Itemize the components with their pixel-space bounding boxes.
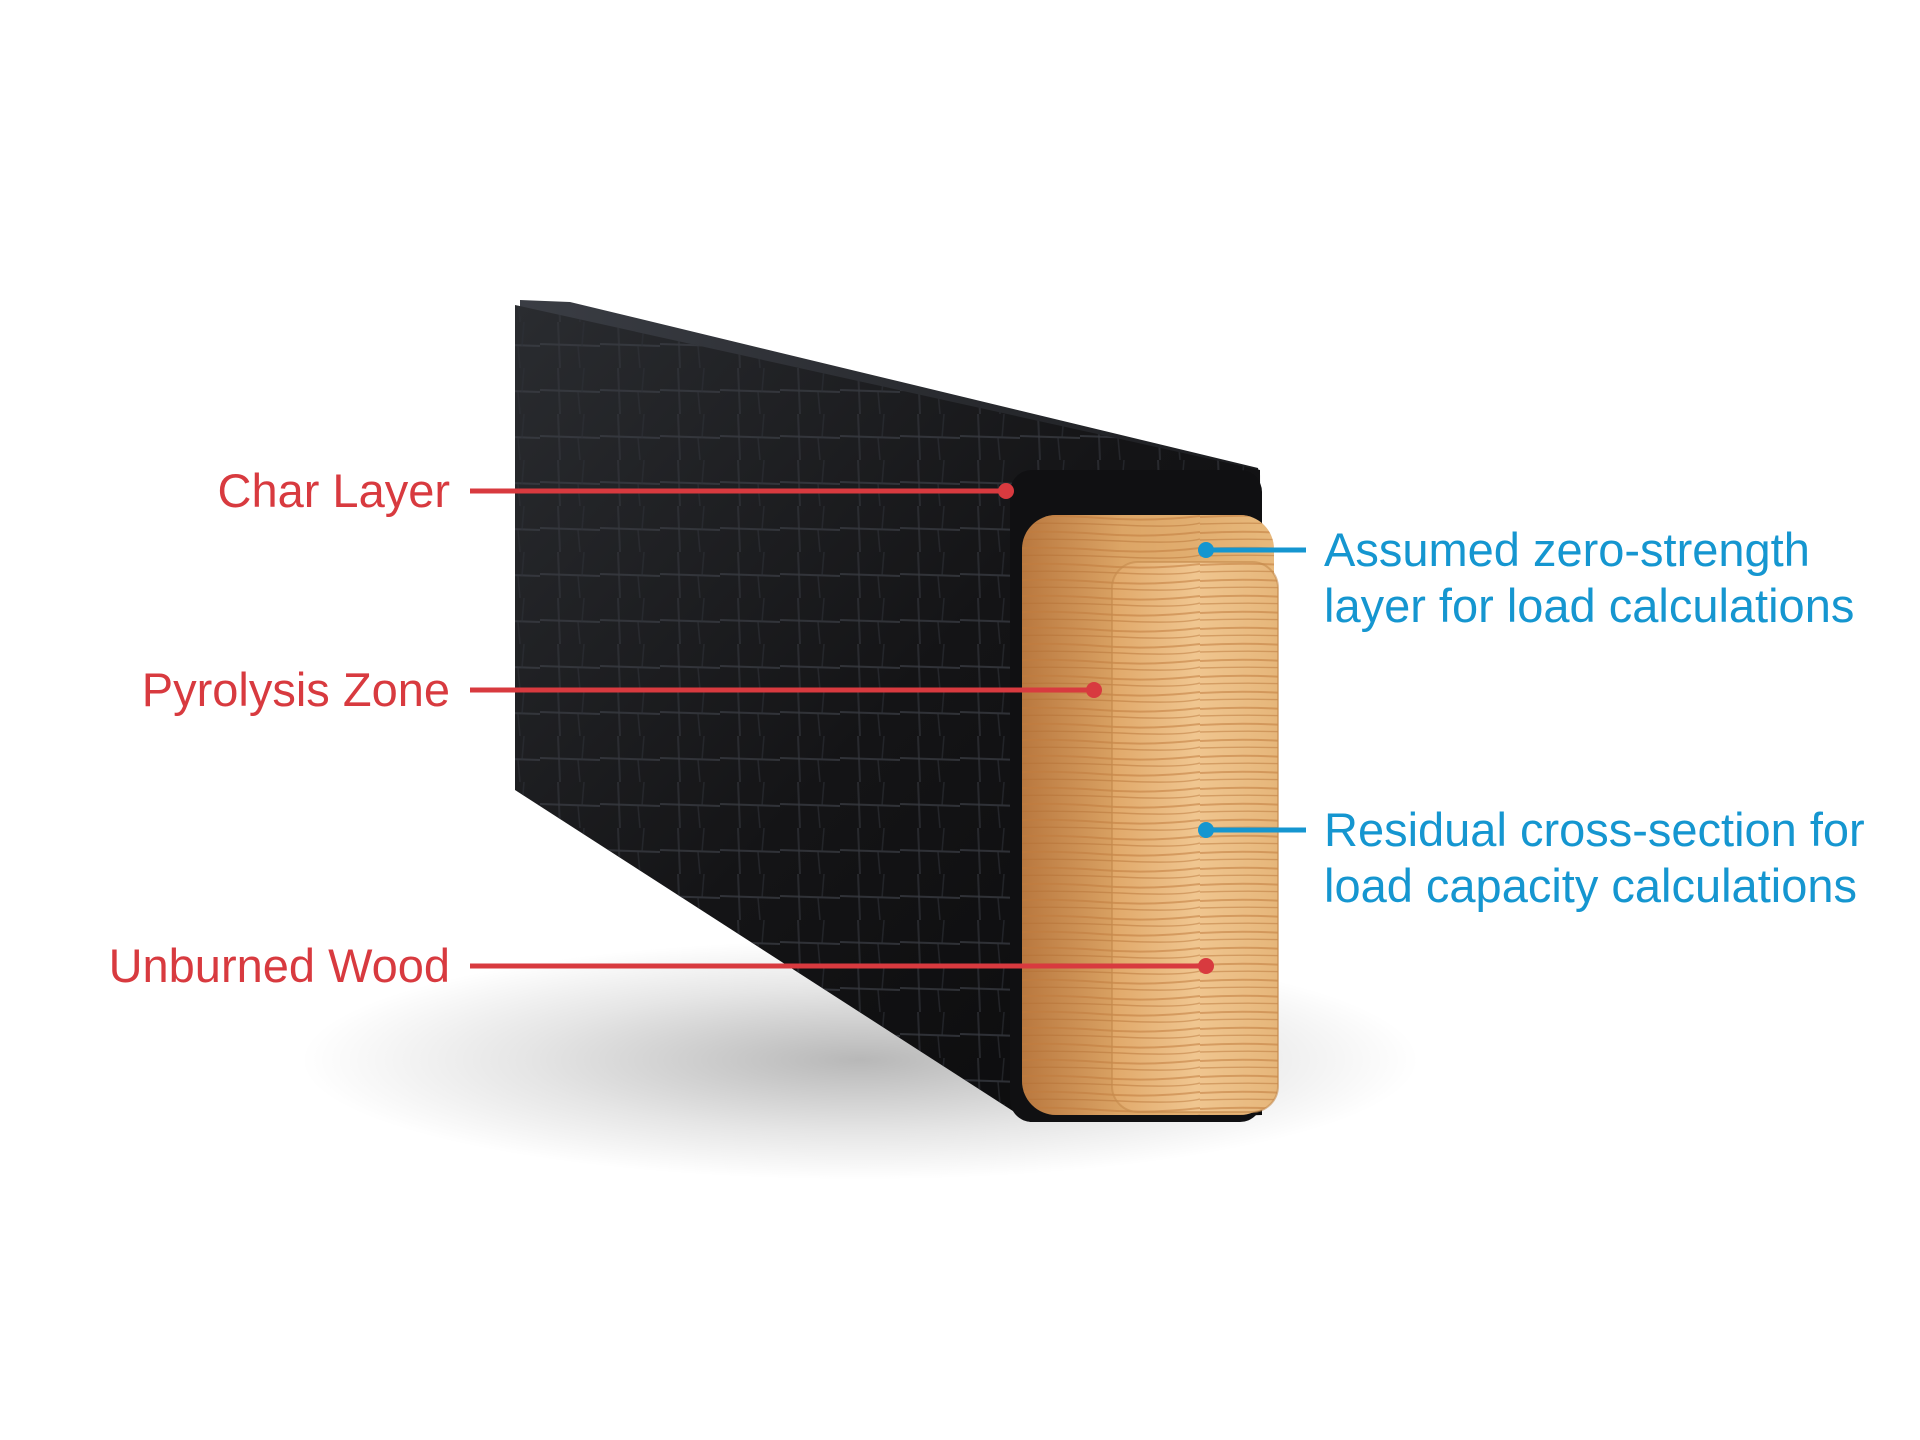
pyrolysis-zone-label: Pyrolysis Zone (141, 663, 450, 716)
unburned-wood-label: Unburned Wood (108, 939, 450, 992)
char-layer-label: Char Layer (217, 464, 451, 517)
zero-strength-label: Assumed zero-strength layer for load cal… (1324, 522, 1884, 634)
pyrolysis-zone-leader (470, 682, 1102, 698)
zero-strength-label-line-2: layer for load calculations (1324, 579, 1855, 632)
residual-section-label-line-1: Residual cross-section for (1324, 803, 1865, 856)
zero-strength-label-line-1: Assumed zero-strength (1324, 523, 1810, 576)
char-layer-leader (470, 483, 1014, 499)
residual-section-label-line-2: load capacity calculations (1324, 859, 1857, 912)
unburned-wood-leader (470, 958, 1214, 974)
zero-strength-leader (1198, 542, 1306, 558)
residual-section-leader (1198, 822, 1306, 838)
residual-section-label: Residual cross-section for load capacity… (1324, 802, 1884, 914)
